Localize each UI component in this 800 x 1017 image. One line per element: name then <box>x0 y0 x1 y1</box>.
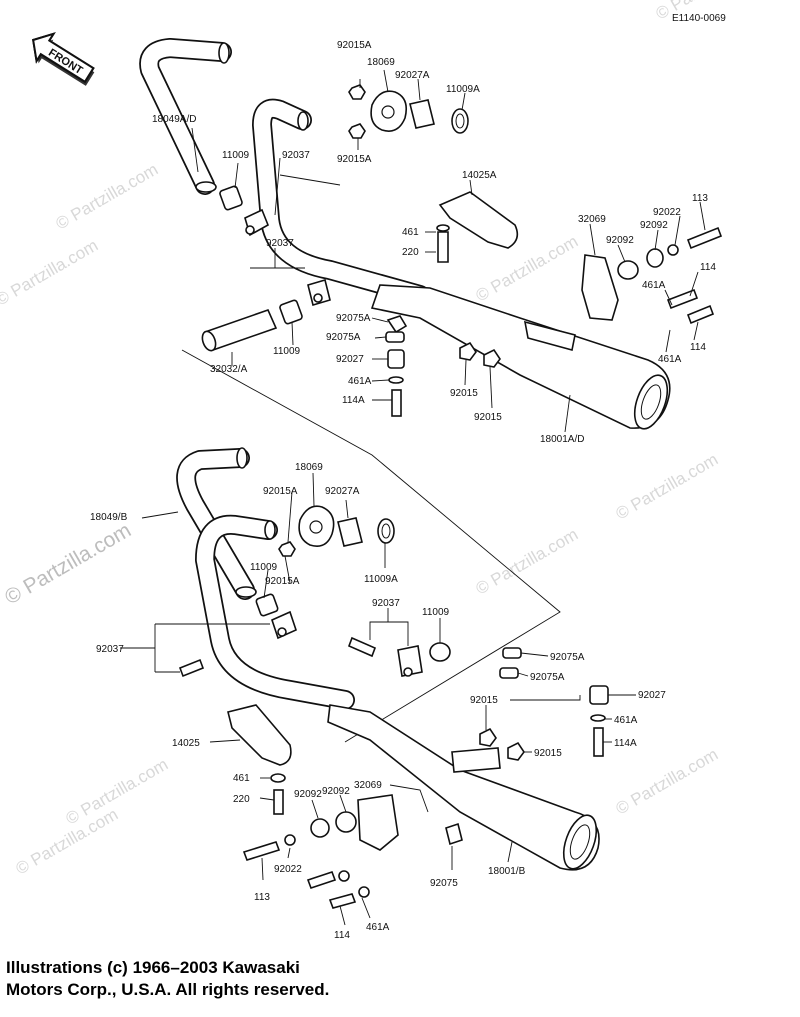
part-label: 461A <box>642 280 666 291</box>
part-label: 113 <box>254 892 270 903</box>
part-label: 113 <box>692 193 708 204</box>
part-label: 114 <box>690 342 706 353</box>
part-label: 92092 <box>322 786 350 797</box>
part-label: 92027A <box>325 486 360 497</box>
copyright-line-1: Illustrations (c) 1966–2003 Kawasaki <box>6 958 300 977</box>
part-label: 92037 <box>96 644 124 655</box>
part-label: 220 <box>402 247 419 258</box>
part-label: 18049A/D <box>152 114 196 125</box>
watermark: © Partzilla.com <box>613 745 722 819</box>
part-label: 32069 <box>578 214 606 225</box>
part-label: 114 <box>700 262 716 273</box>
part-label: 18049/B <box>90 512 128 523</box>
part-label: 114 <box>334 930 350 941</box>
part-label: 461A <box>348 376 372 387</box>
part-label: 92075 <box>430 878 458 889</box>
part-label: 92015 <box>450 388 478 399</box>
assembly-divider <box>181 349 561 743</box>
upper-assembly <box>139 38 723 430</box>
part-label: 461 <box>402 227 419 238</box>
part-label: 92075A <box>550 652 585 663</box>
part-label: 18069 <box>367 57 395 68</box>
watermark: © Partzilla.com <box>613 450 722 524</box>
lower-assembly <box>176 447 609 909</box>
part-label: 92075A <box>336 313 371 324</box>
part-label: 461 <box>233 773 250 784</box>
part-label: 92027A <box>395 70 430 81</box>
part-label: 14025A <box>462 170 497 181</box>
lower-part-labels: 18069 92015A 92027A 18049/B 11009A 11009… <box>90 462 666 941</box>
part-label: 92027 <box>336 354 364 365</box>
part-label: 220 <box>233 794 250 805</box>
copyright-notice: Illustrations (c) 1966–2003 Kawasaki Mot… <box>6 957 566 1001</box>
part-label: 32032/A <box>210 364 248 375</box>
leader-lines <box>120 69 706 926</box>
diagram-code: E1140-0069 <box>672 13 726 24</box>
upper-part-labels: 92015A 18069 92027A 11009A 18049A/D 1100… <box>152 40 716 445</box>
part-label: 11009 <box>273 346 301 357</box>
part-label: 92092 <box>294 789 322 800</box>
part-label: 92015 <box>474 412 502 423</box>
part-label: 92037 <box>282 150 310 161</box>
watermark: © Partzilla.com <box>1 519 135 610</box>
part-label: 461A <box>658 354 682 365</box>
front-arrow-icon: FRONT <box>32 32 95 86</box>
watermark: © Partzilla.com <box>53 160 162 234</box>
part-label: 32069 <box>354 780 382 791</box>
part-label: 461A <box>614 715 638 726</box>
part-label: 114A <box>342 395 365 406</box>
part-label: 92015A <box>337 40 372 51</box>
part-label: 92022 <box>653 207 681 218</box>
part-label: 92092 <box>640 220 668 231</box>
copyright-line-2: Motors Corp., U.S.A. All rights reserved… <box>6 980 330 999</box>
part-label: 92022 <box>274 864 302 875</box>
part-label: 92027 <box>638 690 666 701</box>
part-label: 11009 <box>250 562 278 573</box>
part-label: 14025 <box>172 738 200 749</box>
part-label: 92075A <box>530 672 565 683</box>
part-label: 114A <box>614 738 637 749</box>
part-label: 92092 <box>606 235 634 246</box>
part-label: 11009 <box>422 607 450 618</box>
part-label: 18069 <box>295 462 323 473</box>
part-label: 92015A <box>265 576 300 587</box>
watermark: © Partzilla.com <box>473 525 582 599</box>
part-label: 461A <box>366 922 390 933</box>
part-label: 92015A <box>263 486 298 497</box>
part-label: 92037 <box>266 238 294 249</box>
watermark: © Partzilla.com <box>0 236 101 310</box>
part-label: 92015 <box>470 695 498 706</box>
part-label: 92015 <box>534 748 562 759</box>
part-label: 18001/B <box>488 866 526 877</box>
part-label: 11009A <box>446 84 480 95</box>
part-label: 92037 <box>372 598 400 609</box>
part-label: 92015A <box>337 154 372 165</box>
part-label: 18001A/D <box>540 434 584 445</box>
part-label: 11009A <box>364 574 398 585</box>
part-label: 92075A <box>326 332 361 343</box>
part-label: 11009 <box>222 150 250 161</box>
